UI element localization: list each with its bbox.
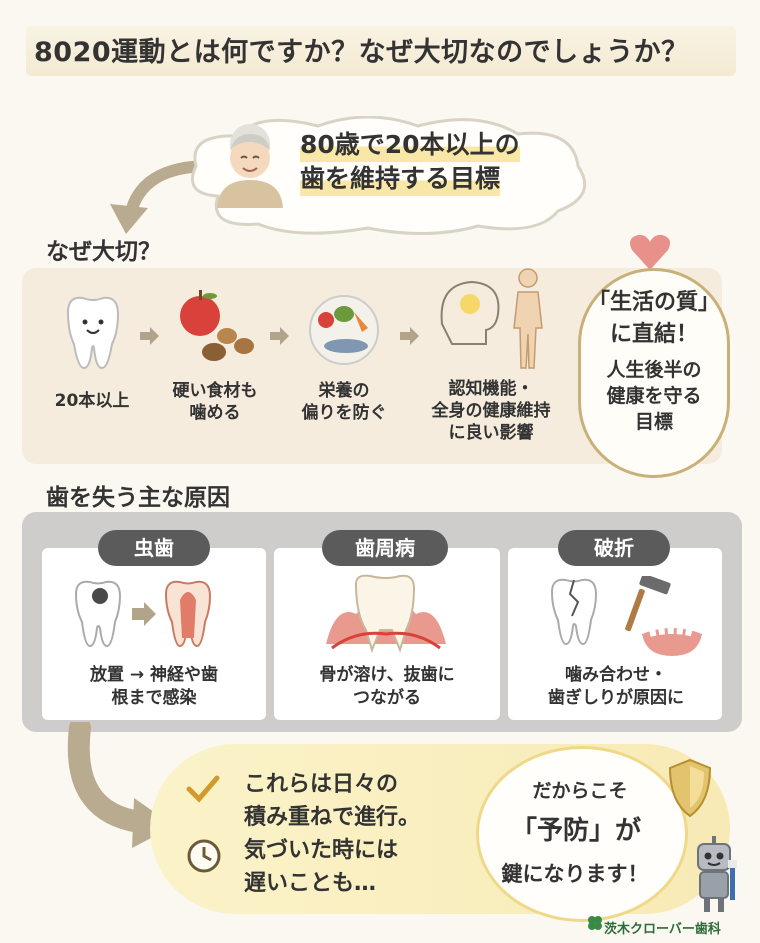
why-step-4-label: 認知機能・ 全身の健康維持 に良い影響 <box>431 379 551 443</box>
periodontal-text-1: 骨が溶け、抜歯に <box>319 665 455 685</box>
warning-line-4: 遅いことも… <box>244 871 377 896</box>
shield-icon <box>668 758 712 818</box>
cavity-text: 放置 → 神経や歯 根まで感染 <box>48 664 260 710</box>
page-title: 8020運動とは何ですか？なぜ大切なのでしょうか？ <box>34 37 689 68</box>
fracture-text: 噛み合わせ・ 歯ぎしりが原因に <box>514 664 718 710</box>
why-step-3: 栄養の 偏りを防ぐ <box>296 380 392 424</box>
why-step-4: 認知機能・ 全身の健康維持 に良い影響 <box>416 378 566 444</box>
warning-line-3: 気づいた時には <box>244 838 399 863</box>
fracture-text-1: 噛み合わせ・ <box>565 665 667 685</box>
clock-icon <box>187 839 221 873</box>
goal-line-1: 80歳で20本以上の <box>300 128 520 162</box>
goal-line-2: 歯を維持する目標 <box>300 162 501 196</box>
tag-fracture: 破折 <box>558 530 670 566</box>
clover-logo-icon <box>588 916 602 930</box>
title-background <box>26 26 736 76</box>
key-line-2: 「予防」が <box>510 816 641 846</box>
key-line-1: だからこそ <box>532 780 628 802</box>
quality-line-3: 人生後半の <box>606 359 702 381</box>
why-heading: なぜ大切？ <box>46 239 161 265</box>
robot-mascot-icon <box>697 836 737 912</box>
periodontal-text-2: つながる <box>353 688 421 708</box>
why-step-3-label: 栄養の 偏りを防ぐ <box>301 381 387 423</box>
grandmother-icon <box>217 124 283 208</box>
fracture-text-2: 歯ぎしりが原因に <box>548 688 684 708</box>
quality-of-life-box: 「生活の質」 に直結！ 人生後半の 健康を守る 目標 <box>578 268 730 478</box>
quality-line-5: 目標 <box>634 411 673 433</box>
broken-tooth-hammer-icon <box>550 576 702 656</box>
cavity-tooth-icon <box>74 580 212 648</box>
warning-line-2: 積み重ねで進行。 <box>244 805 421 830</box>
food-plate-icon <box>309 295 379 365</box>
arrow-right-icon <box>400 327 419 345</box>
warning-text: これらは日々の 積み重ねで進行。 気づいた時には 遅いことも… <box>244 768 420 900</box>
cavity-text-1: 放置 → 神経や歯 <box>89 665 219 685</box>
quality-line-2: に直結！ <box>609 322 698 347</box>
periodontal-text: 骨が溶け、抜歯に つながる <box>280 664 494 710</box>
why-step-1: 20本以上 <box>54 391 130 411</box>
quality-line-4: 健康を守る <box>606 385 702 407</box>
why-step-2: 硬い食材も 噛める <box>160 380 270 424</box>
checkmark-icon <box>186 775 220 803</box>
goal-text: 80歳で20本以上の 歯を維持する目標 <box>300 128 520 196</box>
tooth-icon <box>66 296 120 370</box>
cavity-text-2: 根まで感染 <box>111 688 197 708</box>
quality-line-1: 「生活の質」 <box>587 290 720 315</box>
arrow-right-icon <box>140 327 159 345</box>
tag-periodontal: 歯周病 <box>322 530 448 566</box>
gum-disease-icon <box>326 574 446 654</box>
cause-card-cavity <box>42 548 266 720</box>
heart-icon <box>630 234 670 270</box>
warning-line-1: これらは日々の <box>244 772 399 797</box>
key-line-3: 鍵になります！ <box>501 862 649 886</box>
apple-nuts-icon <box>180 290 254 361</box>
prevention-circle <box>476 746 688 922</box>
clinic-logo-text: 茨木クローバー歯科 <box>604 922 721 937</box>
tag-cavity: 虫歯 <box>98 530 210 566</box>
arrow-right-icon <box>270 327 289 345</box>
brain-body-icon <box>440 268 543 369</box>
causes-heading: 歯を失う主な原因 <box>46 485 230 511</box>
why-step-2-label: 硬い食材も 噛める <box>172 381 258 423</box>
